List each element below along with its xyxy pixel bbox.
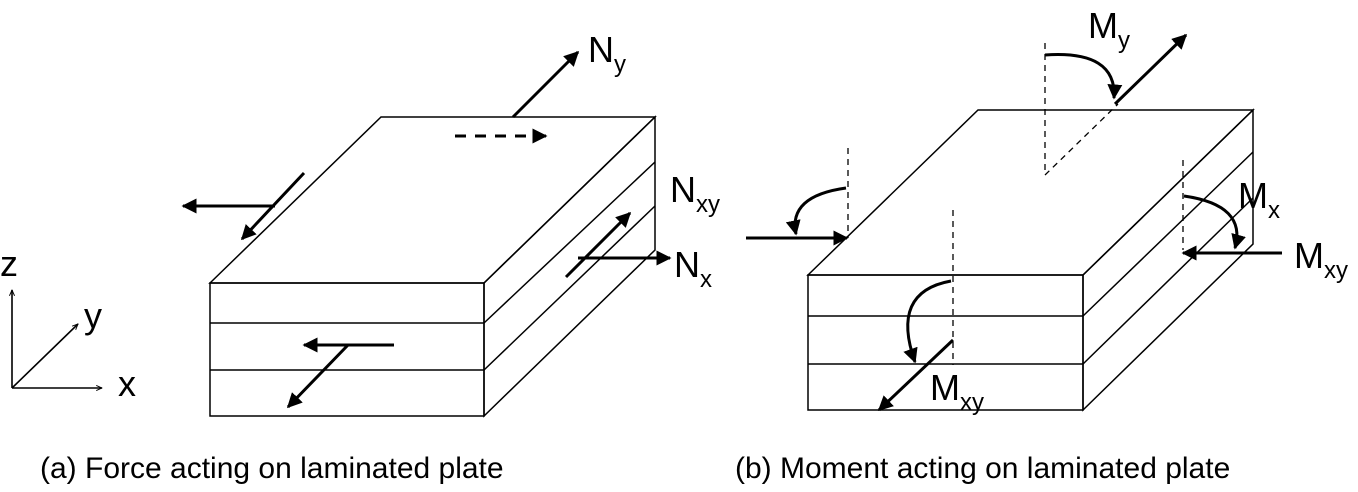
plate-b-top-face [806,109,1255,276]
plate-a [208,115,657,418]
y-axis-label: y [84,295,102,336]
plate-a-side-face [483,115,656,418]
plate-a-forces [181,50,672,409]
mx-right-curl-arrow [1183,194,1246,250]
nxy-label: Nxy [670,169,720,218]
plate-b-lamina-line [1082,197,1254,365]
mx-label: Mx [1238,175,1280,224]
plate-b-reference-lines [847,43,1184,365]
caption-a: (a) Force acting on laminated plate [40,452,504,485]
plate-b-lamina-line [1082,151,1254,317]
nx-label: Nx [674,244,712,293]
caption-b: (b) Moment acting on laminated plate [735,452,1230,485]
z-axis-label: z [0,243,18,284]
my-label: My [1088,5,1130,54]
x-axis-label: x [118,363,136,404]
plate-b-moments [746,33,1282,412]
plate-a-front-face [209,282,485,417]
y-axis [11,324,78,389]
coordinate-axes [12,290,102,388]
mxy-front-arrow [877,338,955,412]
mxy-right-label: Mxy [1294,235,1348,284]
plate-a-lamina-line [483,161,656,324]
ny-front-arrow [286,343,350,409]
ny-arrow [511,50,580,119]
plate-a-lamina-line [483,205,656,371]
my-arrow [1113,33,1188,106]
mxy-front-label: Mxy [930,367,984,416]
ny-label: Ny [588,29,626,78]
mx-left-curl-arrow [785,186,847,236]
my-curl-arrow [1044,53,1123,100]
plate-b-side-face [1082,108,1254,412]
nxy-right-edge-arrow [564,211,632,279]
plate-b [806,108,1255,412]
mxy-front-curl-arrow [903,279,952,364]
